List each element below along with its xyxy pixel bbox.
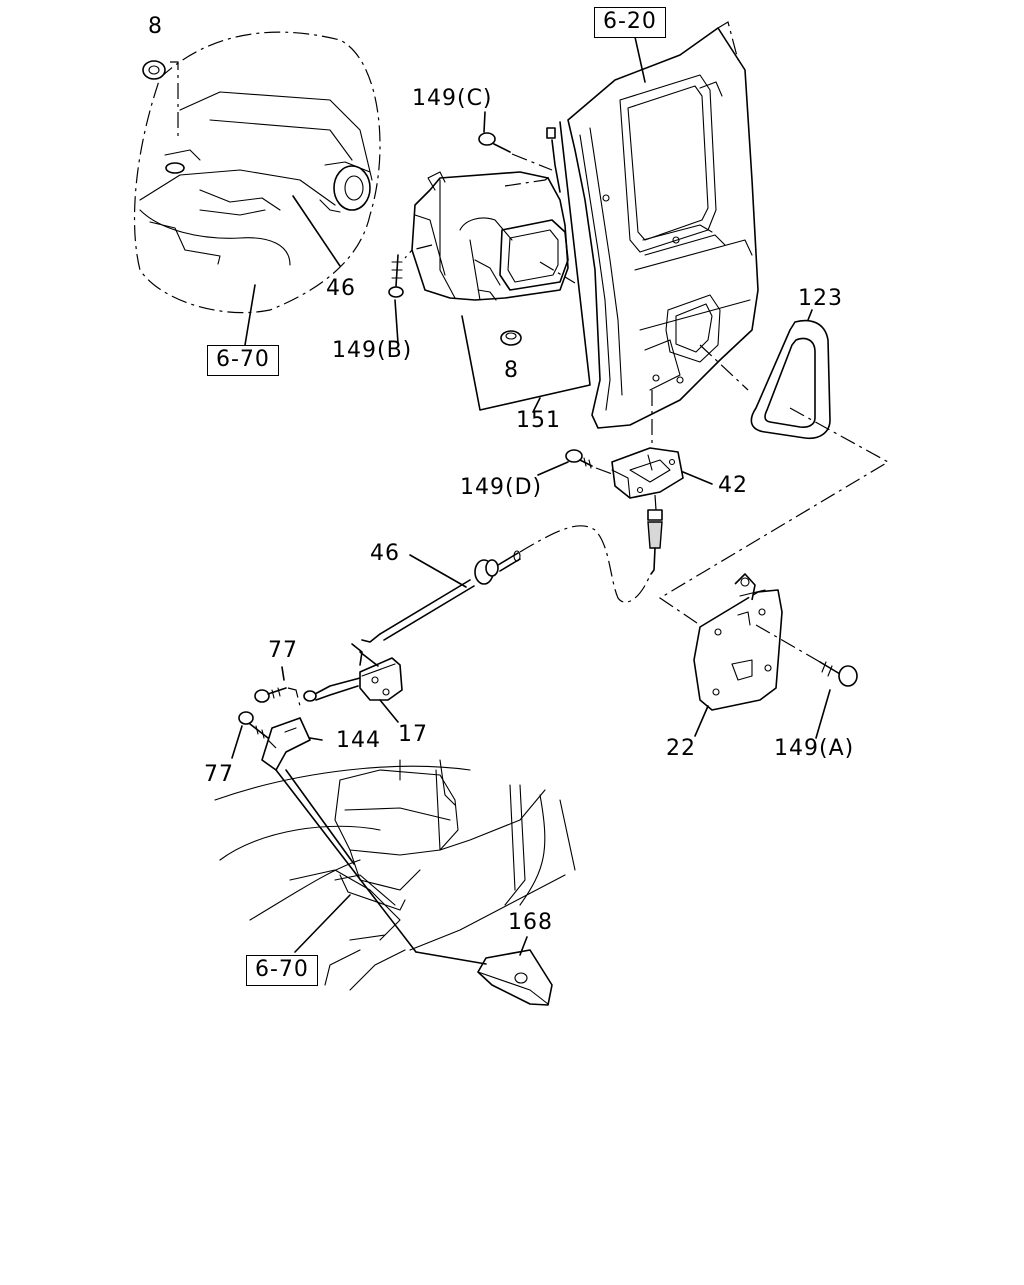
callout-149c: 149(C) bbox=[412, 86, 493, 111]
release-cable-46 bbox=[361, 525, 651, 643]
callout-151: 151 bbox=[516, 408, 561, 433]
leader-149b bbox=[394, 299, 399, 344]
callout-77-bottom: 77 bbox=[204, 762, 234, 787]
leader-46-mid bbox=[359, 651, 379, 667]
callout-149a: 149(A) bbox=[774, 736, 855, 761]
callout-123: 123 bbox=[798, 286, 843, 311]
callout-149b: 149(B) bbox=[332, 338, 413, 363]
ref-box-6-70-bottom: 6-70 bbox=[246, 955, 318, 986]
callout-77-top: 77 bbox=[268, 638, 298, 663]
callout-46-top: 46 bbox=[326, 276, 356, 301]
gasket-123 bbox=[658, 309, 890, 626]
callout-22: 22 bbox=[666, 736, 696, 761]
seat-assembly-bottom bbox=[214, 759, 576, 991]
callout-144: 144 bbox=[336, 728, 381, 753]
callout-46-mid: 46 bbox=[370, 541, 400, 566]
handle-assembly bbox=[231, 643, 417, 953]
ref-box-6-70-top: 6-70 bbox=[207, 345, 279, 376]
callout-17: 17 bbox=[398, 722, 428, 747]
callout-149d: 149(D) bbox=[460, 475, 543, 500]
callout-8-top: 8 bbox=[148, 14, 163, 39]
storage-box-assembly bbox=[388, 121, 591, 413]
callout-168: 168 bbox=[508, 910, 553, 935]
latch-42 bbox=[537, 447, 713, 575]
callout-8-mid: 8 bbox=[504, 358, 519, 383]
plate-22 bbox=[693, 573, 858, 739]
seat-assembly-top bbox=[133, 31, 381, 346]
leader-149c bbox=[483, 111, 486, 133]
strap-168 bbox=[415, 936, 553, 1006]
ref-box-6-20: 6-20 bbox=[594, 7, 666, 38]
cab-panel bbox=[567, 21, 759, 455]
callout-42: 42 bbox=[718, 473, 748, 498]
